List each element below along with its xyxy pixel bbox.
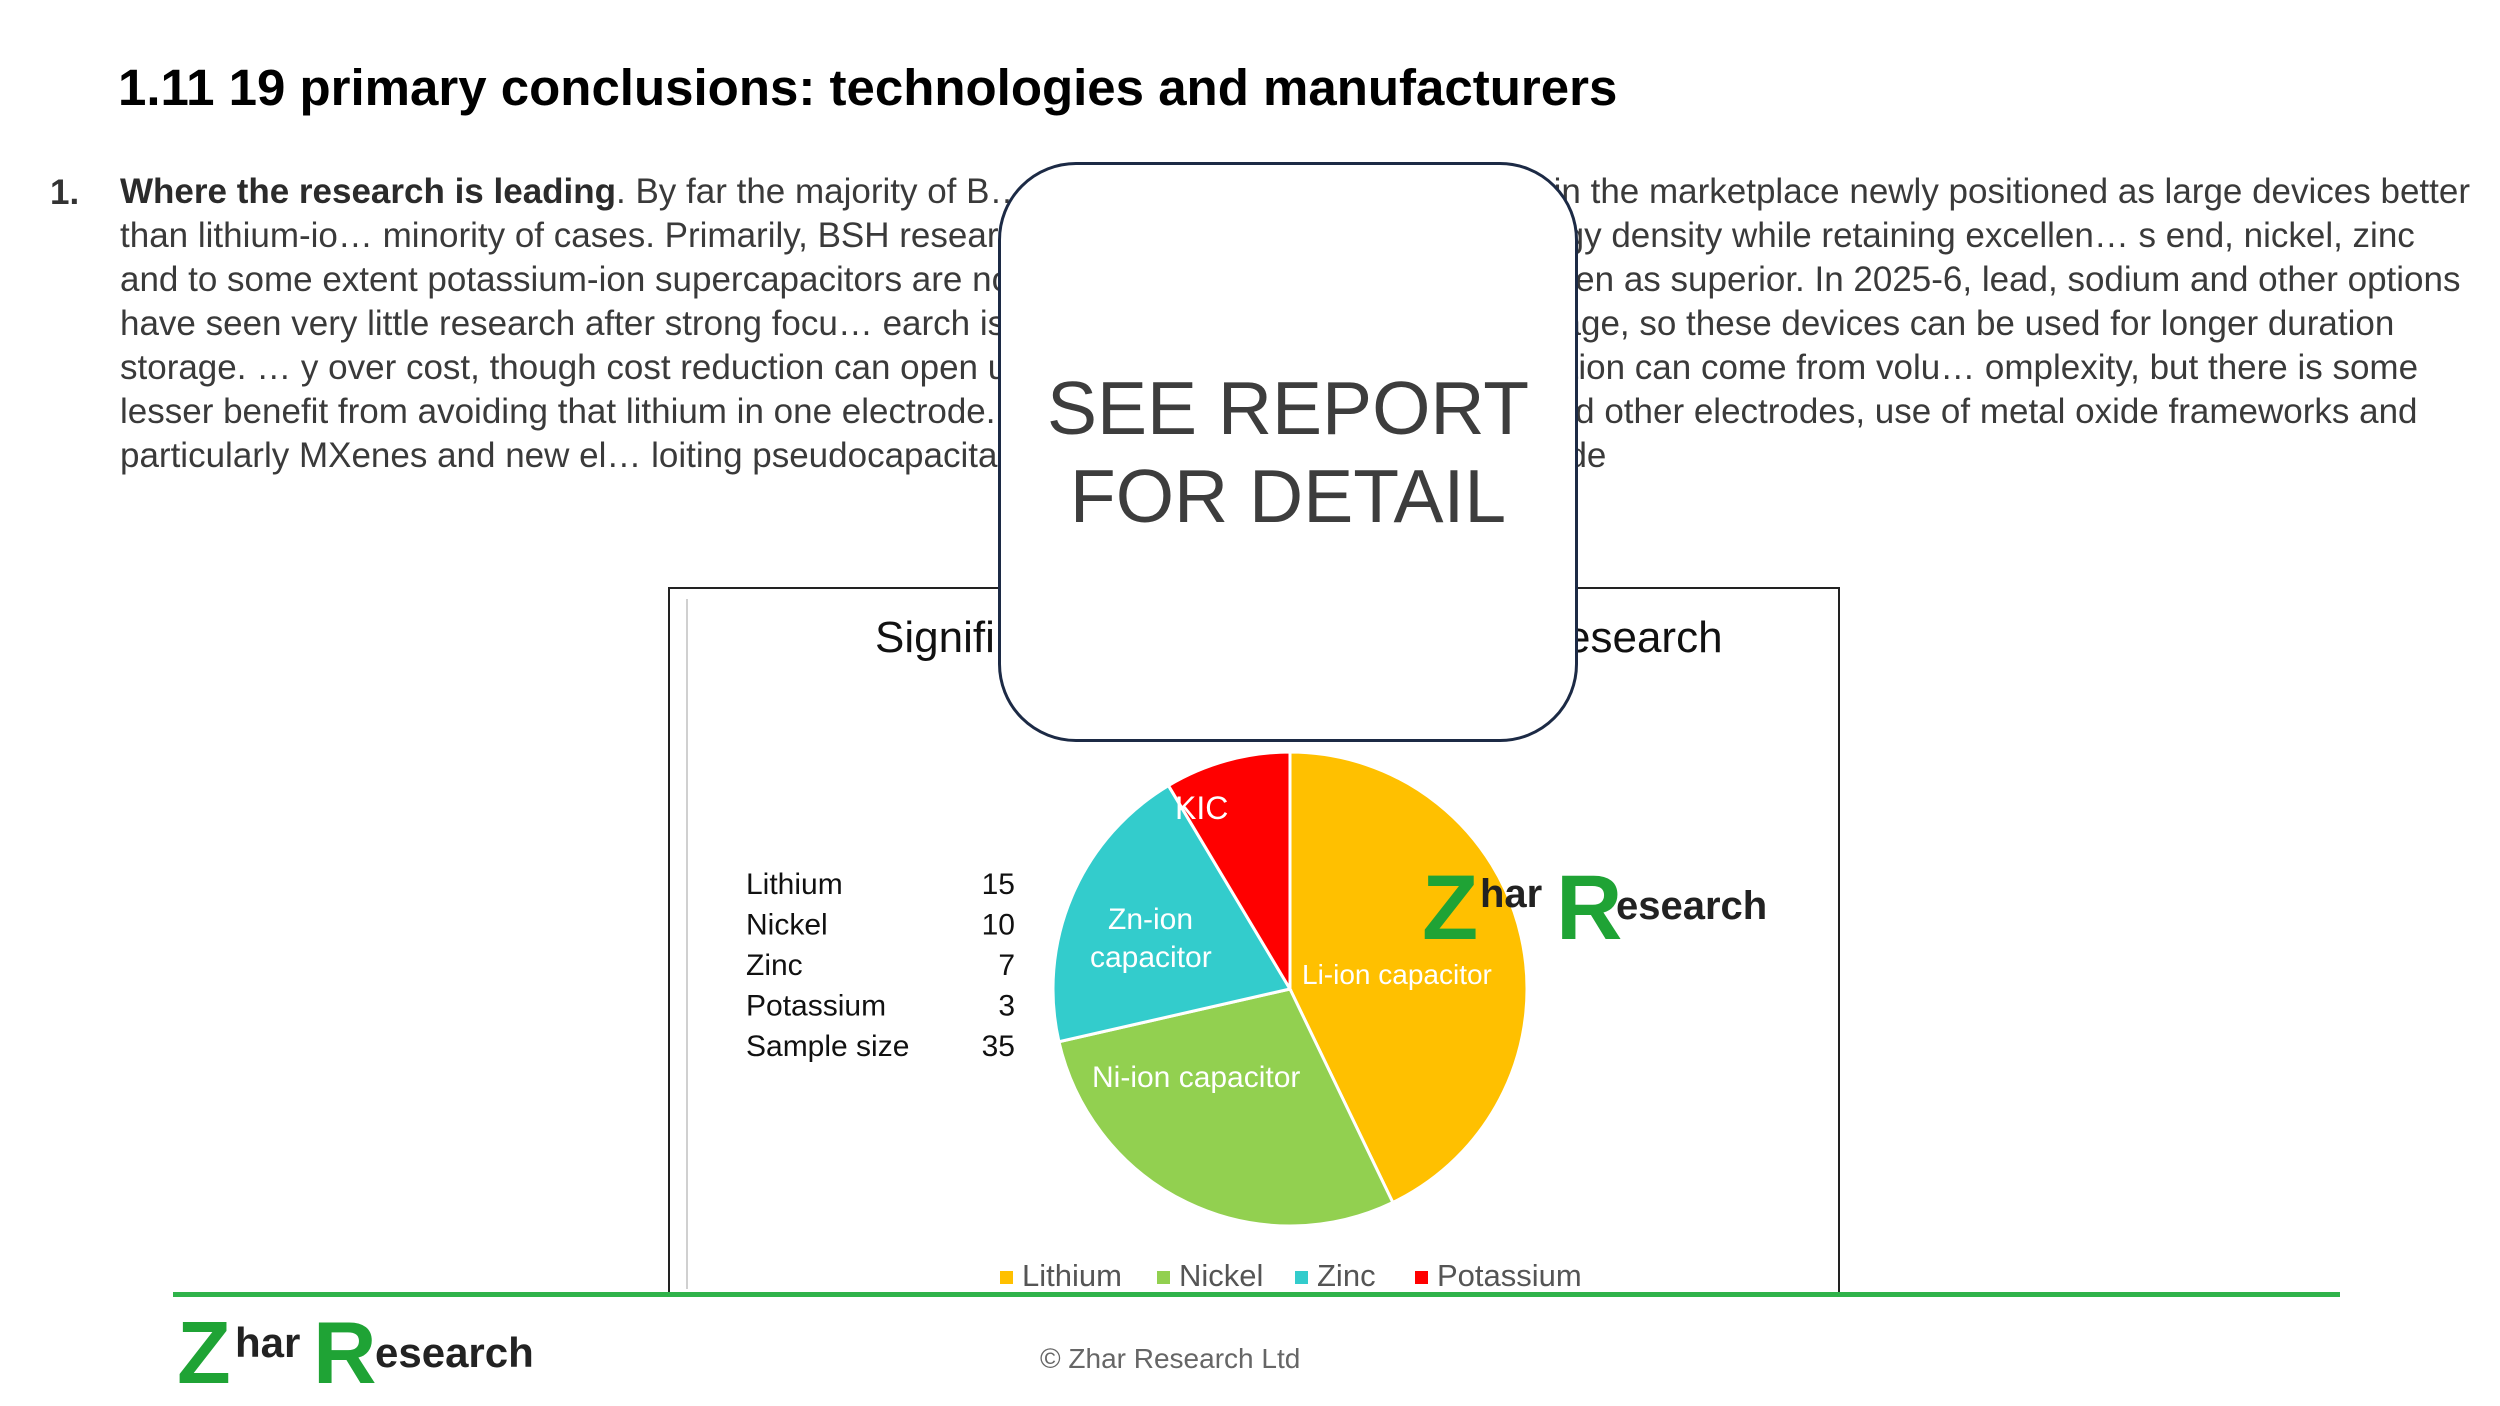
watermark-esearch: esearch bbox=[1616, 884, 1767, 928]
point-lead: Where the research is leading bbox=[120, 172, 617, 211]
table-value: 35 bbox=[982, 1030, 1015, 1063]
logo-text-esearch: esearch bbox=[375, 1329, 534, 1376]
legend-label-lithium: Lithium bbox=[1022, 1258, 1122, 1293]
logo-letter-r: R bbox=[313, 1305, 377, 1400]
table-label: Lithium bbox=[746, 868, 843, 901]
table-label: Sample size bbox=[746, 1030, 909, 1063]
table-label: Zinc bbox=[746, 949, 803, 982]
footer-divider bbox=[173, 1292, 2340, 1297]
table-label: Potassium bbox=[746, 990, 886, 1023]
watermark-r: R bbox=[1556, 857, 1622, 959]
point-number: 1. bbox=[50, 173, 80, 212]
table-label: Nickel bbox=[746, 909, 828, 942]
legend-swatch-potassium bbox=[1415, 1271, 1428, 1284]
legend-label-zinc: Zinc bbox=[1317, 1258, 1376, 1293]
page-title: 1.11 19 primary conclusions: technologie… bbox=[118, 59, 1618, 116]
pie-slice-potassium bbox=[1166, 750, 1292, 995]
pie-slice-nickel bbox=[1057, 987, 1395, 1228]
slice-label-nickel: Ni-ion capacitor bbox=[1092, 1061, 1300, 1094]
pie-slice-lithium bbox=[1288, 750, 1529, 1205]
watermark-z: Z bbox=[1422, 857, 1478, 959]
see-report-overlay: SEE REPORT FOR DETAIL bbox=[998, 162, 1578, 742]
legend-swatch-zinc bbox=[1295, 1271, 1308, 1284]
slice-label-potassium: KIC bbox=[1175, 790, 1228, 826]
table-value: 3 bbox=[998, 990, 1015, 1023]
slice-label-lithium: Li-ion capacitor bbox=[1302, 959, 1492, 990]
copyright-text: © Zhar Research Ltd bbox=[1040, 1343, 1301, 1374]
pie-slice-zinc bbox=[1051, 783, 1293, 1044]
watermark-har: har bbox=[1480, 872, 1542, 916]
chart-title-right: esearch bbox=[1566, 613, 1723, 662]
overlay-text: SEE REPORT FOR DETAIL bbox=[1046, 366, 1530, 538]
chart-inner-border bbox=[686, 599, 688, 1289]
table-value: 15 bbox=[982, 868, 1015, 901]
legend-swatch-lithium bbox=[1000, 1271, 1013, 1284]
table-value: 7 bbox=[998, 949, 1015, 982]
logo-letter-z: Z bbox=[177, 1305, 231, 1400]
zhar-research-logo: Z har R esearch bbox=[177, 1305, 534, 1400]
table-value: 10 bbox=[982, 909, 1015, 942]
legend-label-nickel: Nickel bbox=[1179, 1258, 1263, 1293]
legend-swatch-nickel bbox=[1157, 1271, 1170, 1284]
legend-label-potassium: Potassium bbox=[1437, 1258, 1582, 1293]
logo-text-har: har bbox=[235, 1319, 300, 1366]
chart-title-left: Signifi bbox=[875, 613, 995, 662]
